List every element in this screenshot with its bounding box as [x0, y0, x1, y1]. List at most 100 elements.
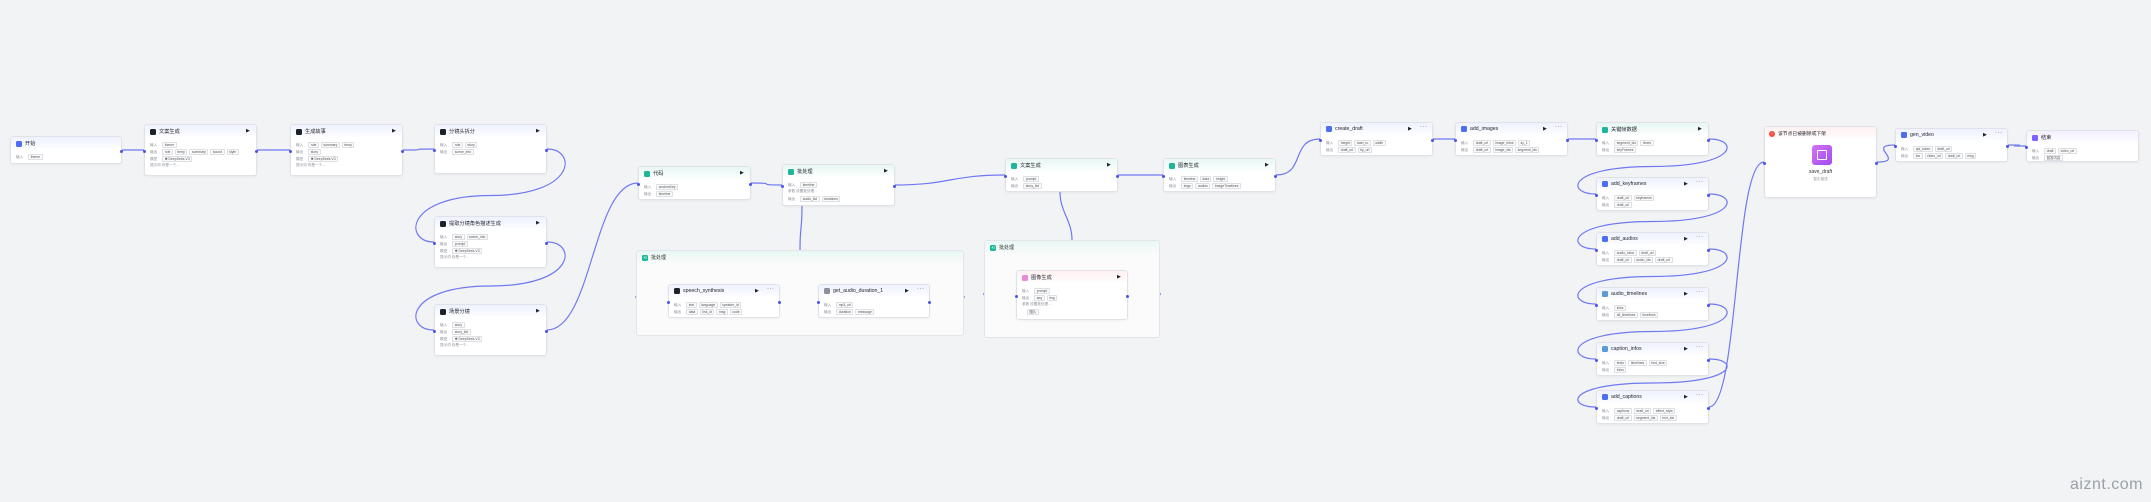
run-icon[interactable]: ▶	[1543, 126, 1547, 132]
output-port[interactable]	[255, 149, 258, 153]
output-port[interactable]	[778, 300, 781, 304]
output-port[interactable]	[1707, 406, 1710, 410]
run-icon[interactable]: ▶	[740, 170, 744, 176]
output-port[interactable]	[893, 184, 896, 188]
output-port[interactable]	[1431, 138, 1434, 142]
input-port[interactable]	[1162, 174, 1165, 178]
more-icon[interactable]: ···	[1696, 179, 1704, 185]
more-icon[interactable]: ···	[1696, 344, 1704, 350]
run-icon[interactable]: ▶	[1408, 126, 1412, 132]
output-port[interactable]	[545, 241, 548, 245]
input-port[interactable]	[433, 241, 436, 245]
input-port[interactable]	[1763, 161, 1766, 165]
input-port[interactable]	[1595, 193, 1598, 197]
run-icon[interactable]: ▶	[536, 308, 540, 314]
run-icon[interactable]: ▶	[536, 128, 540, 134]
run-icon[interactable]: ▶	[1117, 274, 1121, 280]
more-icon[interactable]: ···	[767, 286, 775, 292]
run-icon[interactable]: ▶	[905, 288, 909, 294]
input-port[interactable]	[1595, 406, 1598, 410]
input-port[interactable]	[433, 148, 436, 152]
run-icon[interactable]: ▶	[1684, 394, 1688, 400]
run-icon[interactable]: ▶	[884, 168, 888, 174]
more-icon[interactable]: ···	[1696, 289, 1704, 295]
output-port[interactable]	[1707, 303, 1710, 307]
run-icon[interactable]: ▶	[1684, 236, 1688, 242]
output-port[interactable]	[1707, 358, 1710, 362]
input-port[interactable]	[1015, 294, 1018, 298]
output-port[interactable]	[401, 149, 404, 153]
output-port[interactable]	[749, 182, 752, 186]
output-port[interactable]	[928, 300, 931, 304]
input-port[interactable]	[1319, 138, 1322, 142]
run-icon[interactable]: ▶	[1684, 291, 1688, 297]
input-port[interactable]	[433, 329, 436, 333]
output-port[interactable]	[1126, 294, 1129, 298]
input-port[interactable]	[1454, 138, 1457, 142]
run-icon[interactable]: ▶	[1684, 181, 1688, 187]
more-icon[interactable]: ···	[1696, 234, 1704, 240]
input-port[interactable]	[1004, 174, 1007, 178]
input-port[interactable]	[1894, 144, 1897, 148]
input-port[interactable]	[817, 300, 820, 304]
input-port[interactable]	[2025, 145, 2028, 149]
output-port[interactable]	[1566, 138, 1569, 142]
input-port[interactable]	[667, 300, 670, 304]
output-port[interactable]	[1875, 161, 1878, 165]
run-icon[interactable]: ▶	[246, 128, 250, 134]
more-icon[interactable]: ···	[1420, 124, 1428, 130]
run-icon[interactable]: ▶	[1265, 162, 1269, 168]
more-icon[interactable]: ···	[917, 286, 925, 292]
run-icon[interactable]: ▶	[1698, 126, 1702, 132]
run-icon[interactable]: ▶	[1107, 162, 1111, 168]
input-port[interactable]	[289, 149, 292, 153]
more-icon[interactable]: ···	[1555, 124, 1563, 130]
input-port[interactable]	[781, 184, 784, 188]
output-port[interactable]	[1707, 138, 1710, 142]
input-port[interactable]	[1595, 303, 1598, 307]
output-port[interactable]	[2006, 144, 2009, 148]
output-port[interactable]	[1707, 248, 1710, 252]
output-port[interactable]	[120, 149, 123, 153]
run-icon[interactable]: ▶	[536, 220, 540, 226]
input-port[interactable]	[1595, 358, 1598, 362]
output-port[interactable]	[1707, 193, 1710, 197]
input-port[interactable]	[1595, 138, 1598, 142]
input-port[interactable]	[143, 149, 146, 153]
run-icon[interactable]: ▶	[392, 128, 396, 134]
output-port[interactable]	[545, 148, 548, 152]
run-icon[interactable]: ▶	[1983, 132, 1987, 138]
input-port[interactable]	[637, 182, 640, 186]
more-icon[interactable]: ···	[1995, 130, 2003, 136]
input-port[interactable]	[1595, 248, 1598, 252]
output-port[interactable]	[1274, 174, 1277, 178]
output-port[interactable]	[545, 329, 548, 333]
run-icon[interactable]: ▶	[1684, 346, 1688, 352]
run-icon[interactable]: ▶	[755, 288, 759, 294]
